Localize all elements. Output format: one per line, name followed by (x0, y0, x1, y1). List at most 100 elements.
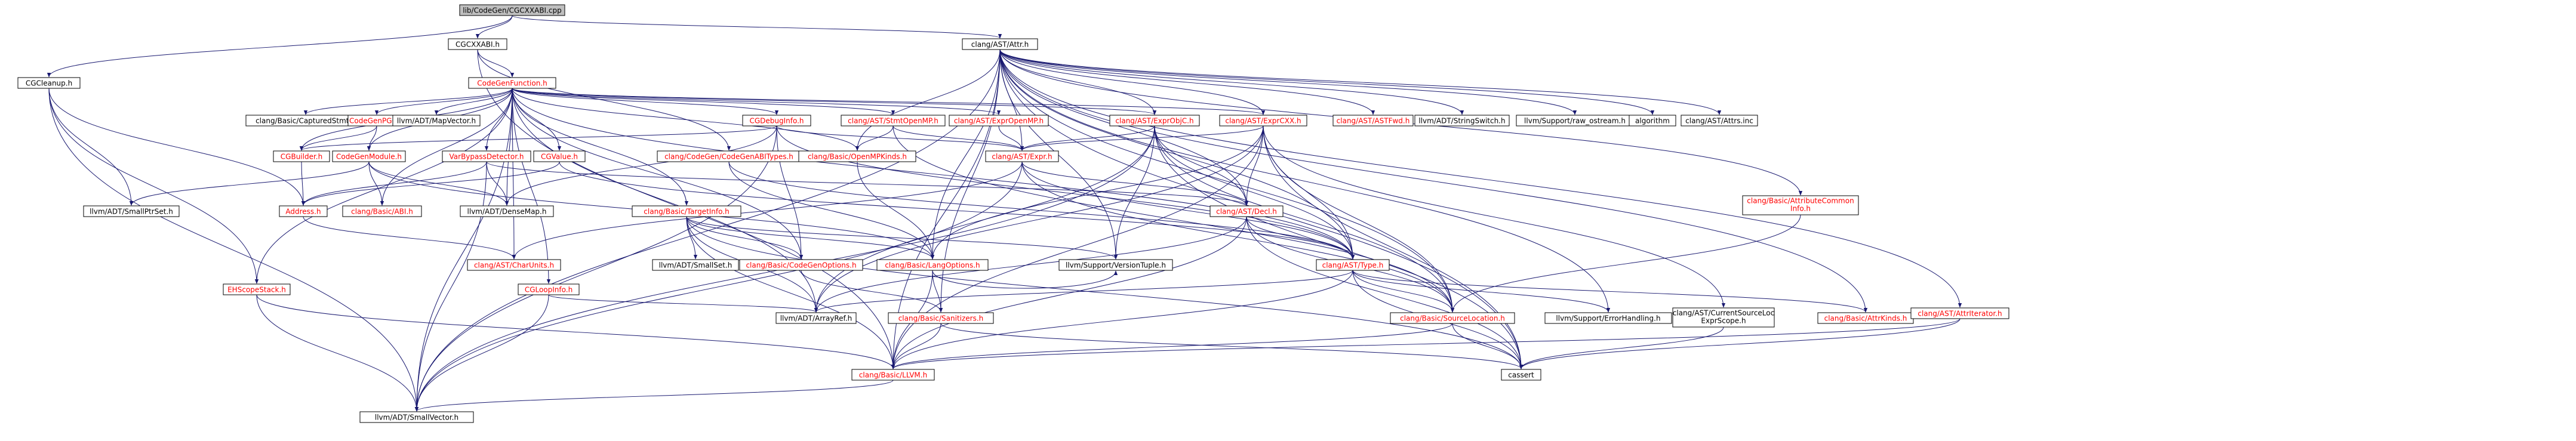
node-arrayref[interactable]: llvm/ADT/ArrayRef.h (775, 312, 857, 324)
node-smallptrset[interactable]: llvm/ADT/SmallPtrSet.h (83, 205, 180, 217)
edge (512, 88, 860, 151)
node-label: clang/AST/CurrentSourceLoc (1673, 309, 1774, 317)
node-cassert[interactable]: cassert (1501, 369, 1541, 381)
edge (299, 125, 377, 151)
node-targetinfo[interactable]: clang/Basic/TargetInfo.h (632, 205, 741, 217)
edge (512, 88, 551, 284)
node-basicllvm[interactable]: clang/Basic/LLVM.h (851, 369, 935, 381)
node-label: clang/Basic/TargetInfo.h (644, 208, 729, 216)
node-attrkinds[interactable]: clang/Basic/AttrKinds.h (1817, 312, 1914, 324)
node-codegenpgo[interactable]: CodeGenPGO.h (347, 115, 406, 127)
node-box (448, 38, 507, 50)
edge-exprcxx-to-sourcelocation (1263, 125, 1455, 313)
node-cgcxxabi[interactable]: CGCXXABI.h (448, 38, 507, 50)
node-errorhandling[interactable]: llvm/Support/ErrorHandling.h (1544, 312, 1672, 324)
node-versiontuple[interactable]: llvm/Support/VersionTuple.h (1058, 259, 1173, 271)
edge-address-to-charunits (303, 216, 516, 260)
edge (891, 125, 1264, 369)
node-codegenfunction[interactable]: CodeGenFunction.h (468, 77, 556, 89)
edge-targetinfo-to-smallset (686, 216, 698, 260)
edge (932, 270, 1118, 289)
node-attr[interactable]: clang/AST/Attr.h (962, 38, 1038, 50)
edge-codegenfunction-to-cgdebuginfo (512, 88, 779, 115)
edge (559, 161, 1355, 260)
node-label: cassert (1508, 371, 1534, 380)
edge (1021, 161, 1249, 206)
node-address[interactable]: Address.h (279, 205, 328, 217)
node-charunits[interactable]: clang/AST/CharUnits.h (467, 259, 561, 271)
edge-attriterator-to-cassert (1519, 318, 1961, 369)
node-label: clang/AST/CharUnits.h (474, 261, 554, 270)
node-expropenmp[interactable]: clang/AST/ExprOpenMP.h (949, 115, 1049, 127)
edge (303, 216, 516, 260)
node-stringswitch[interactable]: llvm/ADT/StringSwitch.h (1414, 115, 1510, 127)
node-label: clang/AST/ExprCXX.h (1225, 117, 1301, 125)
node-basicabi[interactable]: clang/Basic/ABI.h (342, 205, 422, 217)
edge-cgcxxabi-to-codegenfunction (477, 49, 515, 78)
node-exprcxx[interactable]: clang/AST/ExprCXX.h (1219, 115, 1307, 127)
node-rawostream[interactable]: llvm/Support/raw_ostream.h (1516, 115, 1634, 127)
edge-codegenmodule-to-basicabi (368, 161, 384, 206)
node-astfwd[interactable]: clang/AST/ASTFwd.h (1332, 115, 1414, 127)
edge (512, 88, 516, 260)
node-smallvector[interactable]: llvm/ADT/SmallVector.h (359, 411, 474, 423)
node-mapvector[interactable]: llvm/ADT/MapVector.h (392, 115, 481, 127)
edge (512, 161, 1023, 260)
node-label: CGBuilder.h (281, 153, 322, 161)
node-type[interactable]: clang/AST/Type.h (1316, 259, 1390, 271)
edge-attr-to-langoptions (930, 49, 1001, 260)
node-label: ExprScope.h (1701, 317, 1746, 325)
node-label: clang/AST/Decl.h (1216, 208, 1277, 216)
edge-type-to-sourcelocation (1352, 270, 1455, 313)
node-cgvalue[interactable]: CGValue.h (533, 150, 586, 162)
node-codegenoptions[interactable]: clang/Basic/CodeGenOptions.h (739, 259, 863, 271)
node-label: llvm/Support/ErrorHandling.h (1556, 314, 1660, 323)
node-ehscopestack[interactable]: EHScopeStack.h (223, 283, 291, 295)
node-label: VarBypassDetector.h (450, 153, 524, 161)
node-decl[interactable]: clang/AST/Decl.h (1209, 205, 1284, 217)
node-label: clang/Basic/CodeGenOptions.h (746, 261, 856, 270)
edge-cgloopinfo-to-arrayref (548, 294, 818, 313)
edge-root-to-attr (512, 15, 1002, 39)
node-cgbuilder[interactable]: CGBuilder.h (273, 150, 330, 162)
edge (367, 125, 377, 151)
node-sanitizers[interactable]: clang/Basic/Sanitizers.h (888, 312, 994, 324)
node-stmtopenmp[interactable]: clang/AST/StmtOpenMP.h (841, 115, 946, 127)
node-box (798, 150, 916, 162)
edge-sanitizers-to-basicllvm (891, 323, 941, 369)
edge (129, 161, 370, 206)
edge-exprcxx-to-expr (1020, 125, 1264, 151)
node-codegenmodule[interactable]: CodeGenModule.h (332, 150, 406, 162)
node-exprobjc[interactable]: clang/AST/ExprObjC.h (1109, 115, 1200, 127)
node-smallset[interactable]: llvm/ADT/SmallSet.h (652, 259, 739, 271)
edge (48, 88, 134, 206)
node-langoptions[interactable]: clang/Basic/LangOptions.h (876, 259, 989, 271)
node-expr[interactable]: clang/AST/Expr.h (985, 150, 1059, 162)
edge (1352, 270, 1455, 313)
node-varbypass[interactable]: VarBypassDetector.h (442, 150, 531, 162)
node-box (273, 150, 330, 162)
node-cgdebuginfo[interactable]: CGDebugInfo.h (742, 115, 811, 127)
node-box (279, 205, 328, 217)
node-attrsinc[interactable]: clang/AST/Attrs.inc (1681, 115, 1758, 127)
edge (48, 88, 419, 412)
node-label: clang/CodeGen/CodeGenABITypes.h (664, 153, 793, 161)
edge-targetinfo-to-cassert (686, 216, 1524, 369)
node-box (841, 115, 946, 127)
edge (512, 88, 1355, 260)
node-capturedstmt[interactable]: clang/Basic/CapturedStmt.h (245, 115, 366, 127)
edge (1244, 125, 1264, 206)
node-cgabitypes[interactable]: clang/CodeGen/CodeGenABITypes.h (657, 150, 801, 162)
node-sourcelocation[interactable]: clang/Basic/SourceLocation.h (1390, 312, 1515, 324)
node-cgloopinfo[interactable]: CGLoopInfo.h (518, 283, 580, 295)
edge-langoptions-to-versiontuple (932, 270, 1118, 289)
node-attriterator[interactable]: clang/AST/AttrIterator.h (1910, 307, 2009, 319)
node-openmpkinds[interactable]: clang/Basic/OpenMPKinds.h (798, 150, 916, 162)
node-cgcleanup[interactable]: CGCleanup.h (17, 77, 81, 89)
node-algorithm[interactable]: algorithm (1629, 115, 1676, 127)
node-label: lib/CodeGen/CGCXXABI.cpp (463, 7, 562, 15)
node-box (851, 369, 935, 381)
node-densemap[interactable]: llvm/ADT/DenseMap.h (460, 205, 554, 217)
